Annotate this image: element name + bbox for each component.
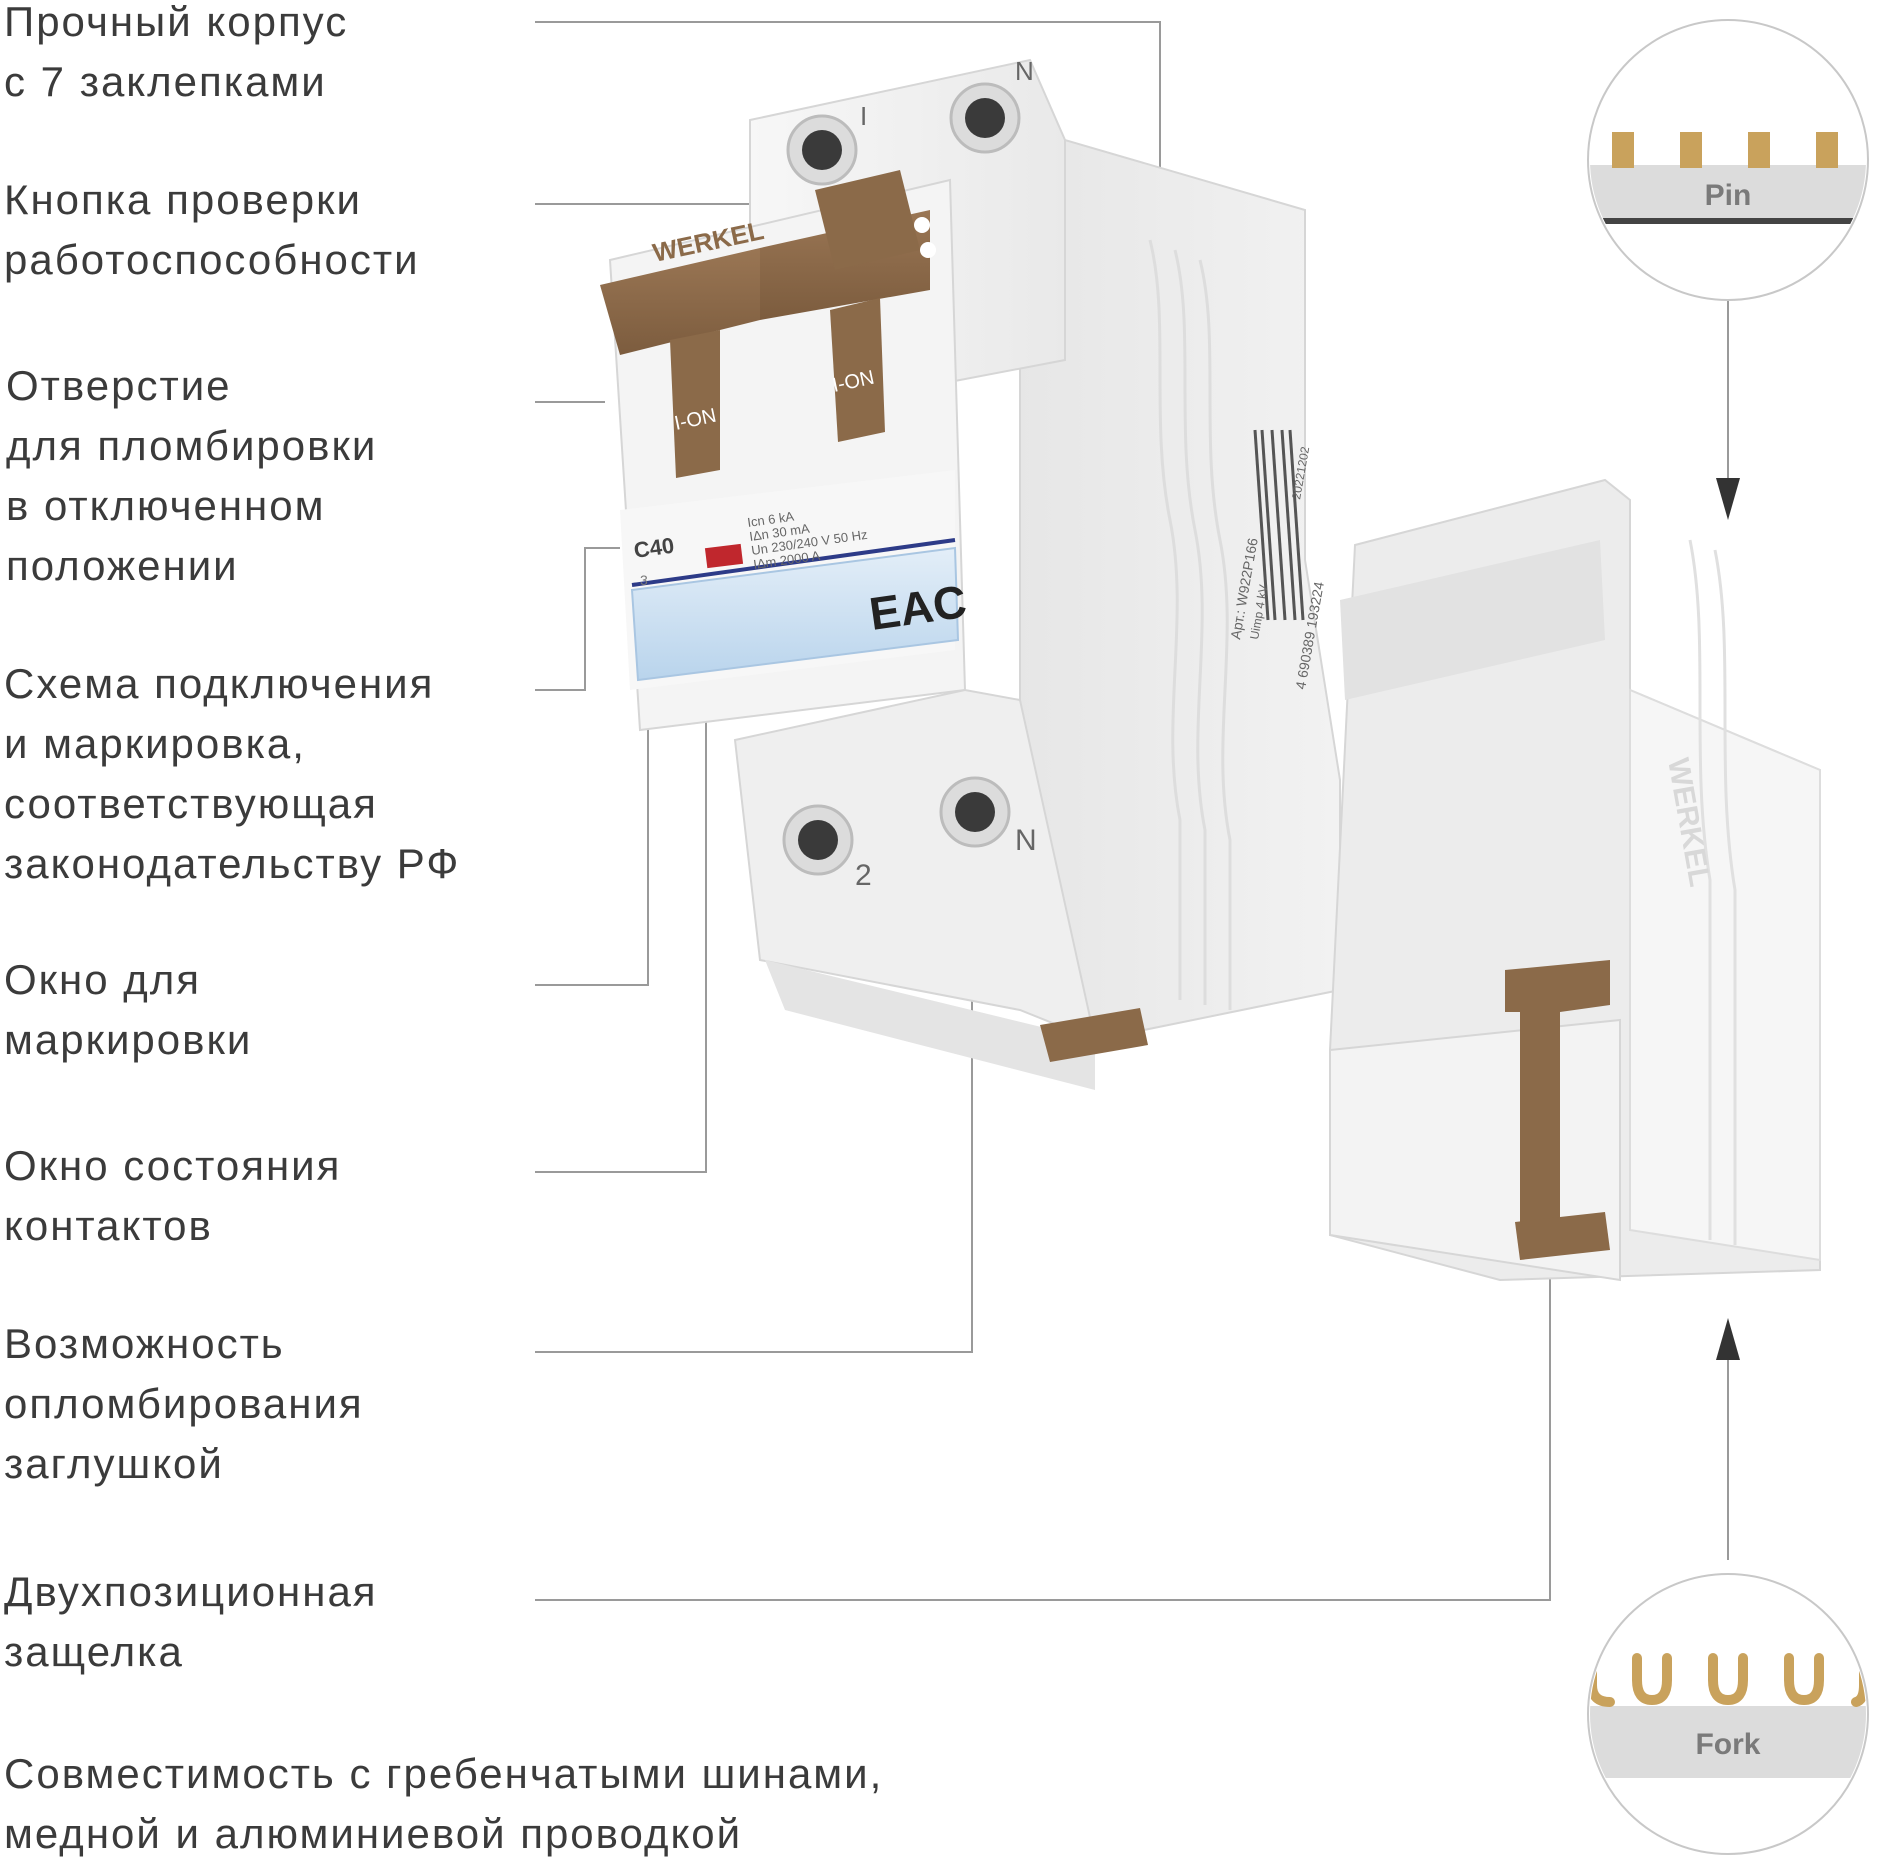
din-latch-back <box>1505 960 1610 1225</box>
callout-line: Окно состояния <box>4 1142 342 1189</box>
callout-line: маркировки <box>4 1016 253 1063</box>
callout-line: Кнопка проверки <box>4 176 362 223</box>
callout-line: законодательству РФ <box>4 840 461 887</box>
callout-line: контактов <box>4 1202 213 1249</box>
terminal-label-bottom-right: N <box>1015 824 1037 857</box>
front-device <box>600 58 1341 1090</box>
callout-test-button: Кнопка проверки работоспособности <box>4 170 420 290</box>
terminal-label-bottom-left: 2 <box>855 859 872 892</box>
leader-marking-window <box>535 650 649 986</box>
din-latch-front <box>1040 1008 1148 1062</box>
callout-line: медной и алюминиевой проводкой <box>4 1810 743 1857</box>
spec-line: Icn 6 kA <box>746 509 795 530</box>
callout-line: соответствующая <box>4 780 378 827</box>
terminal-label-top-right: N <box>1015 56 1034 86</box>
callout-line: Окно для <box>4 956 202 1003</box>
rating-label: C40 <box>632 533 675 563</box>
callout-line: Прочный корпус <box>4 0 349 45</box>
leader-scheme <box>535 547 620 691</box>
class-mark: 3 <box>640 572 648 588</box>
contact-state-window <box>704 543 744 569</box>
callout-line: Двухпозиционная <box>4 1568 378 1615</box>
callout-sealing-cap: Возможность опломбирования заглушкой <box>4 1314 364 1494</box>
fork-badge <box>1587 1573 1869 1855</box>
pin-badge-label: Pin <box>1705 179 1752 212</box>
arrow-down-icon <box>1716 478 1740 520</box>
callout-latch: Двухпозиционная защелка <box>4 1562 378 1682</box>
handle-left <box>600 248 760 355</box>
leader-latch <box>535 1230 1551 1601</box>
marking-window <box>630 546 960 682</box>
callout-compat: Совместимость с гребенчатыми шинами, мед… <box>4 1744 883 1864</box>
leader-contact-window <box>535 560 707 1173</box>
pin-badge <box>1587 19 1869 301</box>
pin-contact <box>1748 132 1770 168</box>
pin-contact <box>1816 132 1838 168</box>
callout-scheme: Схема подключения и маркировка, соответс… <box>4 654 460 894</box>
callout-line: защелка <box>4 1628 184 1675</box>
callout-line: Схема подключения <box>4 660 435 707</box>
pin-contact <box>1680 132 1702 168</box>
callout-line: положении <box>6 542 239 589</box>
callout-seal-hole: Отверстие для пломбировки в отключенном … <box>6 356 377 596</box>
callout-line: Совместимость с гребенчатыми шинами, <box>4 1750 884 1797</box>
barcode <box>1253 429 1305 621</box>
fork-badge-label: Fork <box>1695 1728 1760 1761</box>
test-button <box>815 170 920 270</box>
callout-line: с 7 заклепками <box>4 58 327 105</box>
fork-contact <box>1632 1653 1672 1706</box>
callout-contact-window: Окно состояния контактов <box>4 1136 341 1256</box>
fork-contact <box>1784 1653 1824 1706</box>
callout-line: Отверстие <box>6 362 232 409</box>
fork-contact <box>1708 1653 1748 1706</box>
pin-contact <box>1612 132 1634 168</box>
callout-line: Возможность <box>4 1320 285 1367</box>
callout-line: заглушкой <box>4 1440 224 1487</box>
callout-line: для пломбировки <box>6 422 378 469</box>
callout-line: в отключенном <box>6 482 326 529</box>
callout-line: опломбирования <box>4 1380 364 1427</box>
arrow-up-icon <box>1716 1318 1740 1360</box>
terminal-label-top-left: I <box>860 101 867 131</box>
callout-body: Прочный корпус с 7 заклепками <box>4 0 348 112</box>
callout-marking-window: Окно для маркировки <box>4 950 252 1070</box>
callout-line: работоспособности <box>4 236 420 283</box>
back-device <box>1329 478 1821 1282</box>
callout-line: и маркировка, <box>4 720 306 767</box>
